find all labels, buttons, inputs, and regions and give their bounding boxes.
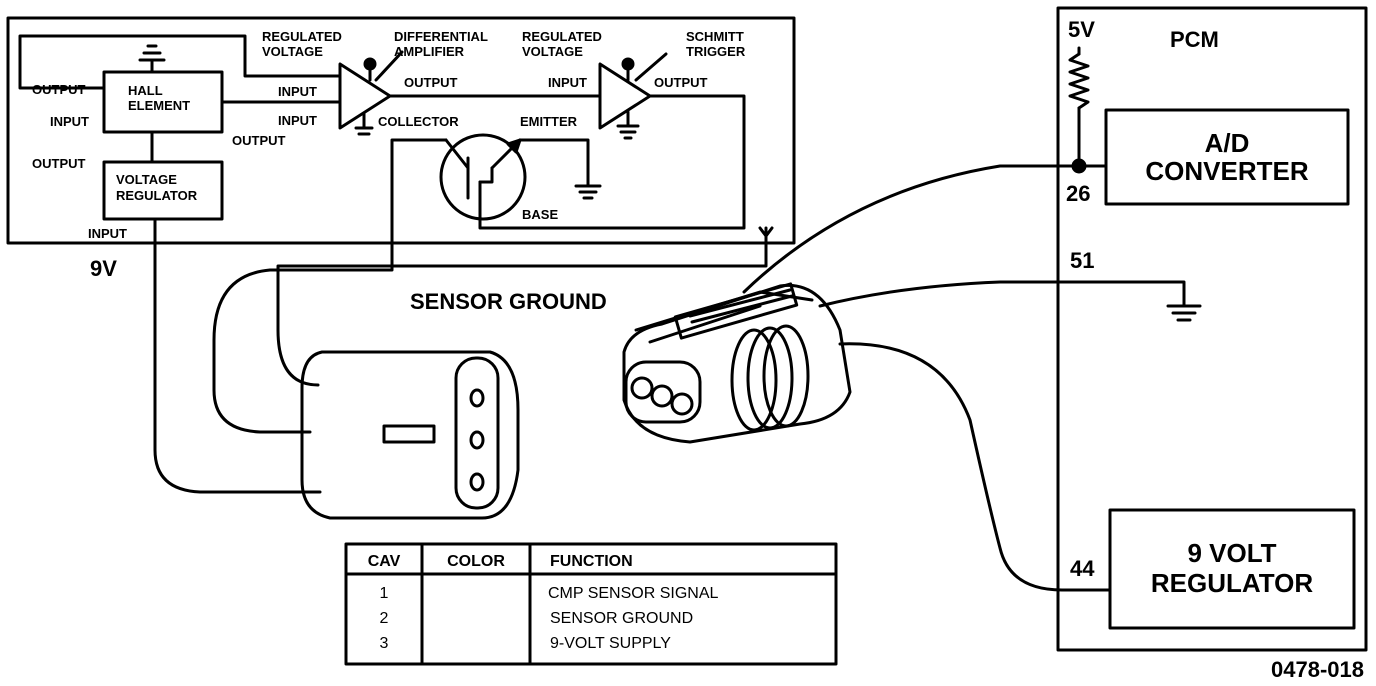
sensor-ground-label: SENSOR GROUND bbox=[410, 289, 607, 314]
collector-label: COLLECTOR bbox=[378, 114, 459, 129]
wire-to-pin-51 bbox=[818, 280, 1064, 308]
supply-wire bbox=[153, 241, 322, 494]
schmitt-trigger-label-a: SCHMITT bbox=[686, 29, 744, 44]
connector-table bbox=[344, 542, 838, 666]
ad-converter-label-b: CONVERTER bbox=[1145, 156, 1308, 186]
differential-amplifier-label-a: DIFFERENTIAL bbox=[394, 29, 488, 44]
pin-44-label: 44 bbox=[1070, 556, 1095, 581]
ad-converter-box bbox=[1104, 108, 1350, 206]
hall-right-output-label: OUTPUT bbox=[232, 133, 286, 148]
schmitt-input-label: INPUT bbox=[548, 75, 587, 90]
table-header-function: FUNCTION bbox=[550, 553, 633, 570]
base-label: BASE bbox=[522, 207, 558, 222]
table-row-1-cav: 1 bbox=[380, 585, 389, 602]
pull-up-resistor-icon bbox=[1068, 52, 1090, 110]
table-row-1-function: CMP SENSOR SIGNAL bbox=[548, 585, 719, 602]
table-header-cav: CAV bbox=[368, 553, 401, 570]
pcm-title: PCM bbox=[1170, 27, 1219, 52]
nine-volt-regulator-box bbox=[1108, 508, 1356, 630]
table-row-3-function: 9-VOLT SUPPLY bbox=[550, 635, 671, 652]
pin-51-label: 51 bbox=[1070, 248, 1094, 273]
voltage-regulator-box bbox=[102, 160, 224, 221]
sensor-circuit-box bbox=[6, 16, 796, 245]
wire-to-pin-26 bbox=[742, 164, 1108, 294]
differential-amplifier-label-b: AMPLIFIER bbox=[394, 44, 465, 59]
ad-converter-label-a: A/D bbox=[1205, 128, 1250, 158]
sensor-connector-key bbox=[382, 424, 436, 444]
figure-id: 0478-018 bbox=[1271, 657, 1364, 682]
hall-element-label-a: HALL bbox=[128, 83, 163, 98]
regulator-label-a: 9 VOLT bbox=[1187, 538, 1276, 568]
schmitt-trigger-symbol bbox=[598, 62, 652, 130]
pcm-box bbox=[1056, 6, 1368, 652]
regulator-input-label: INPUT bbox=[88, 226, 127, 241]
schmitt-output-label: OUTPUT bbox=[654, 75, 708, 90]
amp-input-label-1: INPUT bbox=[278, 84, 317, 99]
transistor-symbol bbox=[439, 133, 527, 221]
table-header-color: COLOR bbox=[447, 553, 505, 570]
voltage-regulator-label-b: REGULATOR bbox=[116, 188, 198, 203]
regulator-output-label: OUTPUT bbox=[32, 156, 86, 171]
sensor-ground-wire bbox=[276, 328, 320, 387]
hall-element-label-b: ELEMENT bbox=[128, 98, 190, 113]
voltage-regulator-label-a: VOLTAGE bbox=[116, 172, 177, 187]
table-row-2-function: SENSOR GROUND bbox=[550, 610, 693, 627]
amp-output-label: OUTPUT bbox=[404, 75, 458, 90]
supply-voltage-label: 9V bbox=[90, 256, 117, 281]
differential-amplifier-symbol bbox=[338, 62, 392, 130]
emitter-label: EMITTER bbox=[520, 114, 578, 129]
wire-to-pin-44 bbox=[838, 342, 1112, 592]
regulated-voltage-label-1a: REGULATED bbox=[262, 29, 342, 44]
regulator-label-b: REGULATOR bbox=[1151, 568, 1313, 598]
sensor-connector-body bbox=[300, 350, 520, 520]
hall-input-label: INPUT bbox=[50, 114, 89, 129]
regulated-voltage-label-2a: REGULATED bbox=[522, 29, 602, 44]
hall-output-label: OUTPUT bbox=[32, 82, 86, 97]
amp-input-label-2: INPUT bbox=[278, 113, 317, 128]
schmitt-trigger-label-b: TRIGGER bbox=[686, 44, 746, 59]
table-row-3-cav: 3 bbox=[380, 635, 389, 652]
signal-wire bbox=[212, 268, 318, 434]
sensor-connector-face bbox=[454, 356, 500, 510]
table-row-2-cav: 2 bbox=[380, 610, 389, 627]
harness-connector-face bbox=[624, 360, 702, 424]
regulated-voltage-label-2b: VOLTAGE bbox=[522, 44, 583, 59]
reference-voltage-label: 5V bbox=[1068, 17, 1095, 42]
pin-26-label: 26 bbox=[1066, 181, 1090, 206]
regulated-voltage-label-1b: VOLTAGE bbox=[262, 44, 323, 59]
